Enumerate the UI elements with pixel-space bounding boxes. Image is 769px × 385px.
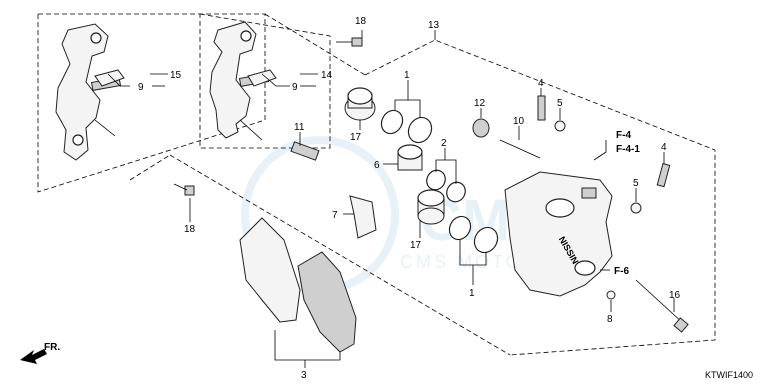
- pad-clip-9a: [94, 69, 125, 87]
- brake-pad-inner: [297, 251, 357, 353]
- callout-14: 14: [321, 70, 333, 81]
- callout-10: 10: [513, 116, 525, 127]
- callout-9b: 9: [292, 82, 298, 93]
- bracket-assembly-box: [37, 13, 366, 193]
- direction-label: FR.: [44, 342, 60, 353]
- bleeder-4-upper: [537, 95, 546, 121]
- caliper-assembly-box: [129, 39, 716, 356]
- brake-pad-outer: [239, 217, 301, 323]
- callout-4-upper: 4: [538, 78, 544, 89]
- pin-10: [499, 139, 541, 159]
- callout-8: 8: [607, 314, 613, 325]
- piston-17-lower: [417, 189, 445, 225]
- bolt-18-top: [336, 37, 363, 47]
- pin-16: [635, 279, 689, 333]
- callout-1-lower: 1: [469, 288, 475, 299]
- callout-1-upper: 1: [404, 70, 410, 81]
- ref-f6: F-6: [614, 266, 629, 277]
- piston-seal-lower-a: [448, 215, 472, 241]
- piston-17-upper: [344, 87, 376, 121]
- callout-13: 13: [428, 20, 440, 31]
- boot-12: [472, 118, 490, 138]
- callout-6: 6: [374, 160, 380, 171]
- piston-6: [397, 144, 423, 171]
- front-direction-arrow: FR.: [20, 342, 60, 364]
- callout-5-right: 5: [633, 178, 639, 189]
- bracket-15: [55, 23, 122, 161]
- callout-17-lower: 17: [410, 240, 422, 251]
- callout-18-top: 18: [355, 16, 367, 27]
- callout-17-upper: 17: [350, 132, 362, 143]
- cap-5-upper: [554, 120, 566, 132]
- bleeder-4-right: [656, 162, 671, 188]
- pad-spring-7: [349, 195, 377, 239]
- callout-5-upper: 5: [557, 98, 563, 109]
- piston-seal-2a: [426, 169, 446, 191]
- leader-lines: [107, 30, 675, 368]
- callout-11: 11: [294, 122, 305, 133]
- bolt-18-lower: [173, 183, 195, 196]
- piston-seal-lower-b: [473, 226, 499, 254]
- callout-2: 2: [441, 138, 447, 149]
- ref-f4: F-4: [616, 130, 631, 141]
- piston-seal-upper-a: [380, 109, 404, 135]
- callout-15: 15: [170, 70, 182, 81]
- callout-4-right: 4: [661, 142, 667, 153]
- callouts: 18 13 15 9 14 9 1 17 2 6 11 12 10 4 5 7 …: [138, 16, 681, 381]
- callout-16: 16: [669, 290, 681, 301]
- callout-9a: 9: [138, 82, 144, 93]
- caliper-body: NISSIN: [504, 171, 613, 297]
- washer-8: [606, 290, 616, 300]
- pad-clip-9b: [247, 69, 277, 87]
- reference-codes: F-4 F-4-1 F-6: [614, 130, 640, 277]
- callout-3: 3: [301, 370, 307, 381]
- piston-seal-upper-b: [407, 116, 433, 144]
- diagram-code: KTWIF1400: [705, 370, 753, 380]
- callout-18-lower: 18: [184, 224, 196, 235]
- ref-f41: F-4-1: [616, 144, 640, 155]
- cap-5-right: [630, 202, 642, 214]
- callout-7: 7: [332, 210, 338, 221]
- callout-12: 12: [474, 98, 486, 109]
- piston-seal-2b: [446, 181, 466, 203]
- slide-pin-11: [290, 141, 320, 161]
